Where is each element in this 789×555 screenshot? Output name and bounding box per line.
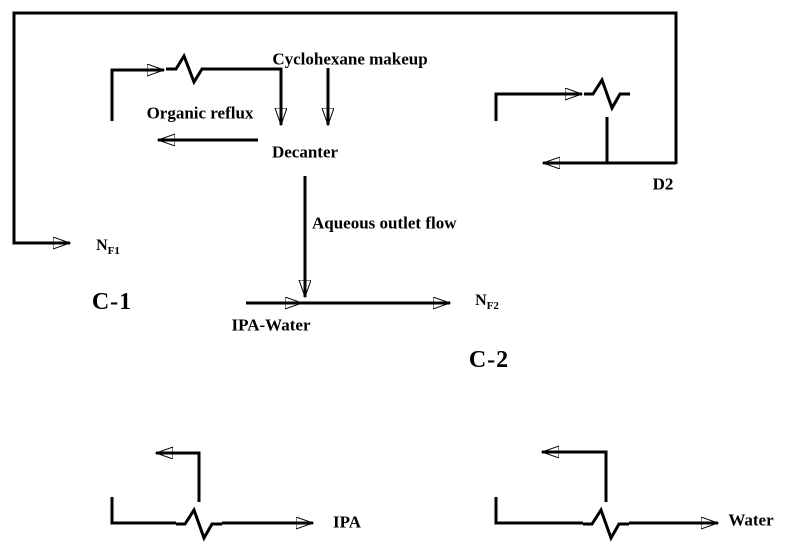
condenser-2-zigzag-icon <box>584 76 630 112</box>
stream-c2-overhead <box>494 94 582 121</box>
column-c1-label: C-1 <box>91 289 133 315</box>
decanter-vessel <box>258 128 352 176</box>
stream-c2-bottoms <box>494 497 583 525</box>
aqueous-outlet-flow-label: Aqueous outlet flow <box>312 213 457 233</box>
stream-reboiler1-return <box>156 453 201 502</box>
decanter-label: Decanter <box>271 142 339 162</box>
reboiler-2-zigzag-icon <box>583 506 629 542</box>
c2-feed-stage-sub: F2 <box>486 300 499 313</box>
column-c1 <box>72 117 152 500</box>
c1-feed-stage-label: NF1 <box>96 237 120 258</box>
ipa-product-label: IPA <box>332 512 362 532</box>
stream-c1-overhead <box>110 70 164 121</box>
stream-reboiler2-return <box>542 452 608 502</box>
condenser-1-zigzag-icon <box>166 52 210 86</box>
stream-d2-recycle <box>12 11 678 243</box>
c2-feed-stage-label: NF2 <box>475 292 499 313</box>
water-product-label: Water <box>728 510 774 530</box>
column-c2-label: C-2 <box>468 347 510 373</box>
c1-feed-stage-sub: F1 <box>107 245 120 258</box>
stream-condensate-to-decanter <box>210 67 281 125</box>
c2-feed-stage-main: N <box>475 292 487 309</box>
column-c2 <box>454 117 538 500</box>
stream-c1-bottoms <box>110 497 176 525</box>
reboiler-1-zigzag-icon <box>176 506 222 542</box>
c1-feed-stage-main: N <box>96 237 108 254</box>
organic-reflux-label: Organic reflux <box>146 103 254 123</box>
ipa-water-feed-label: IPA-Water <box>231 315 311 335</box>
cyclohexane-makeup-label: Cyclohexane makeup <box>272 49 428 69</box>
d2-recycle-label: D2 <box>652 174 674 194</box>
